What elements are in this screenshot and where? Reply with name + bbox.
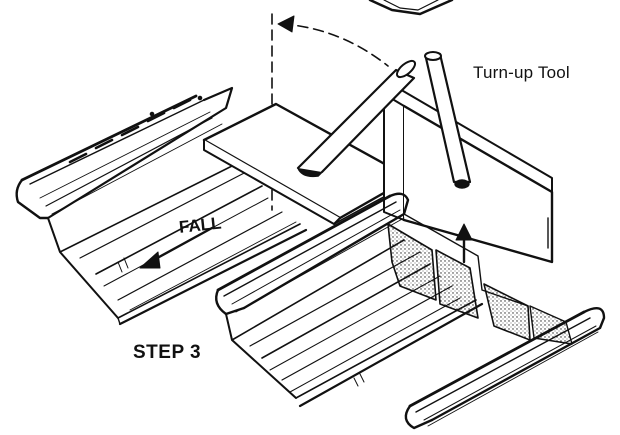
upper-sheet-fragment <box>368 0 454 16</box>
turn-up-tool-label: Turn-up Tool <box>473 63 570 82</box>
fall-arrow <box>139 226 214 269</box>
middle-rib <box>215 192 410 316</box>
upright-board <box>383 87 554 264</box>
sheet-pan-left <box>47 163 308 326</box>
tool-lever-upright <box>424 51 472 189</box>
tool-lever-angled <box>296 59 417 178</box>
dashed-swing-arc <box>281 23 389 67</box>
left-rib <box>15 86 234 220</box>
swing-arrowhead <box>277 15 295 33</box>
turn-up-arrow <box>455 223 473 264</box>
front-rib <box>404 306 606 430</box>
sheet-pan-middle <box>225 239 484 408</box>
step-label: STEP 3 <box>133 342 202 363</box>
